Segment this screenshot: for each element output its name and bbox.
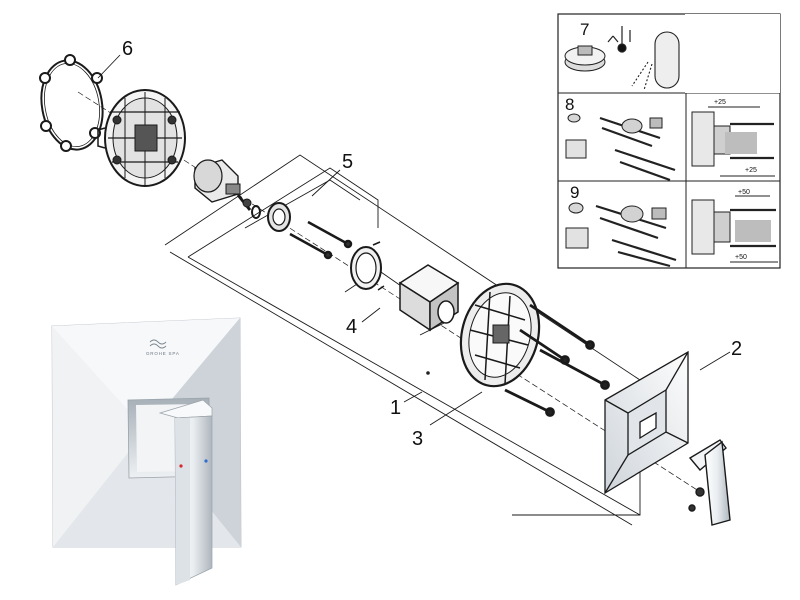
dim-50-top: +50 <box>738 189 750 196</box>
label-part-5: 5 <box>342 151 353 173</box>
lever-handle-part <box>688 439 731 526</box>
long-screws <box>289 220 353 260</box>
spare-cell-8 <box>565 113 676 182</box>
dim-50-bottom: +50 <box>735 254 747 261</box>
leader-4 <box>361 307 381 323</box>
leader-1 <box>403 391 423 403</box>
frame-rail-a <box>187 256 641 516</box>
handle-cap-icon <box>564 45 606 72</box>
brand-logo-text: GROHE SPA <box>146 351 180 356</box>
o-ring-part <box>251 205 261 219</box>
spare-parts-panel <box>557 13 781 269</box>
assembly-axis <box>77 91 706 496</box>
axis-marker <box>426 371 430 375</box>
lever-spray-icon <box>631 31 680 91</box>
frame-rail-b <box>169 251 633 526</box>
group-frame-screws <box>244 179 361 229</box>
extension-50-diagram <box>691 195 778 263</box>
retaining-nut-part <box>267 202 291 232</box>
spare-cell-7 <box>564 26 680 91</box>
sleeve-ring-part <box>350 241 385 291</box>
rough-in-body <box>97 89 186 187</box>
extension-cube-part <box>398 264 460 332</box>
label-part-9: 9 <box>570 183 579 202</box>
mounting-screws <box>504 303 610 417</box>
label-part-6: 6 <box>122 38 133 60</box>
leader-3 <box>429 391 483 426</box>
exploded-view <box>39 54 731 526</box>
mounting-plate-part <box>459 282 541 388</box>
trim-escutcheon-part <box>604 350 689 495</box>
hot-marker-icon <box>179 464 183 468</box>
extension-25-diagram <box>691 106 775 177</box>
leader-5 <box>311 169 341 197</box>
dim-25-top: +25 <box>714 99 726 106</box>
product-photo: GROHE SPA <box>51 317 242 586</box>
clip-ring-part <box>39 54 104 152</box>
label-part-2: 2 <box>731 338 742 360</box>
cartridge-part <box>193 159 252 211</box>
cold-marker-icon <box>204 459 208 463</box>
label-part-4: 4 <box>346 316 357 338</box>
label-part-3: 3 <box>412 428 423 450</box>
label-part-7: 7 <box>580 20 589 39</box>
dim-25-bottom: +25 <box>745 167 757 174</box>
label-part-8: 8 <box>565 95 574 114</box>
brand-logo: GROHE SPA <box>146 339 180 356</box>
product-lever-top <box>158 399 213 419</box>
label-part-1: 1 <box>390 397 401 419</box>
spare-cell-9 <box>565 202 677 268</box>
leader-6 <box>97 54 121 79</box>
leader-2 <box>699 351 731 371</box>
temperature-icon <box>607 26 631 53</box>
